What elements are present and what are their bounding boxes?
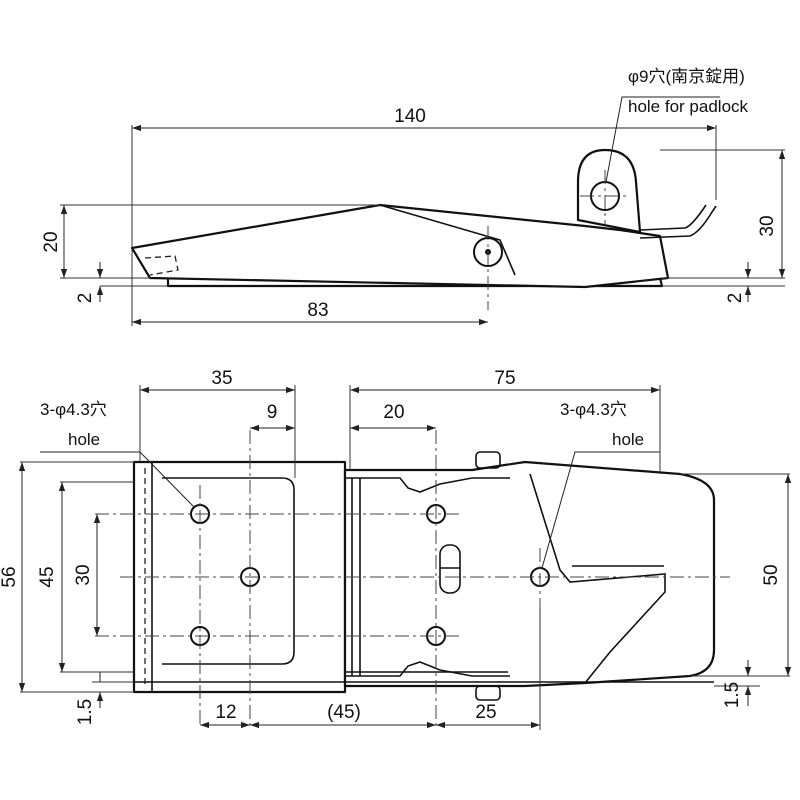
dim-gap-right: 2 bbox=[725, 293, 746, 304]
ext-140 bbox=[131, 125, 717, 326]
plan-view: 35 9 75 20 3-φ4.3穴 hole 3-φ4.3穴 hole 56 … bbox=[0, 368, 792, 730]
side-wire-loop-inner bbox=[639, 204, 707, 231]
dim-overall-width: 56 bbox=[0, 566, 20, 587]
left-hole-note: 3-φ4.3穴 bbox=[40, 400, 107, 419]
plan-pin-bottom bbox=[475, 685, 501, 701]
right-hole-note: 3-φ4.3穴 bbox=[560, 400, 627, 419]
dim-base-length: 35 bbox=[211, 368, 232, 389]
side-lever-crease bbox=[379, 204, 516, 276]
plan-hook-nose bbox=[529, 473, 666, 684]
dim-ref-span: (45) bbox=[327, 702, 361, 723]
dim-thickness-left: 1.5 bbox=[75, 699, 96, 725]
dim-gap-left: 2 bbox=[75, 293, 96, 304]
ext-plan-right bbox=[680, 473, 790, 687]
right-hole-leader bbox=[541, 451, 660, 569]
plan-raised-pad bbox=[162, 477, 295, 665]
padlock-centerline bbox=[580, 170, 630, 224]
plan-vertical-centerlines bbox=[199, 430, 541, 725]
dim-keeper-width: 50 bbox=[761, 564, 782, 585]
dim-pivot-offset: 83 bbox=[307, 300, 328, 321]
plan-slot-window bbox=[439, 544, 461, 594]
dim-height-right: 30 bbox=[757, 215, 778, 236]
ext-plan-left bbox=[20, 461, 134, 693]
plan-keeper-rail-top bbox=[344, 470, 510, 493]
side-lever-hidden-edge bbox=[144, 255, 179, 276]
dim-hook-length: 75 bbox=[494, 368, 515, 389]
plan-hole-centerlines bbox=[95, 513, 460, 637]
ext-30 bbox=[660, 149, 785, 287]
plan-keeper-rail-bottom bbox=[344, 661, 510, 686]
dim-thickness-right: 1.5 bbox=[722, 682, 743, 708]
left-hole-label: hole bbox=[68, 430, 100, 449]
side-lever-body bbox=[130, 203, 670, 289]
dim-height-left: 20 bbox=[41, 231, 62, 252]
side-view: 140 20 2 83 30 2 φ9穴(南京錠用) hole for padl… bbox=[41, 67, 786, 326]
dim-base-hole-pitch: 45 bbox=[37, 566, 58, 587]
plan-pin-top bbox=[475, 451, 501, 469]
left-hole-leader bbox=[40, 451, 196, 509]
dim-edge-offset: 12 bbox=[215, 702, 236, 723]
dim-overall-length: 140 bbox=[394, 106, 426, 127]
side-wire-loop bbox=[639, 205, 717, 239]
ext-20 bbox=[60, 204, 380, 287]
dim-keeper-span: 20 bbox=[383, 402, 404, 423]
ext-plan-top bbox=[139, 385, 661, 478]
padlock-hole-note: φ9穴(南京錠用) bbox=[628, 67, 745, 86]
dim-hole-spacing: 30 bbox=[73, 564, 94, 585]
dim-keeper-offset: 25 bbox=[475, 702, 496, 723]
dim-slot-width: 9 bbox=[267, 402, 278, 423]
padlock-hole-label: hole for padlock bbox=[628, 97, 749, 116]
right-hole-label: hole bbox=[612, 430, 644, 449]
padlock-leader bbox=[605, 96, 720, 183]
